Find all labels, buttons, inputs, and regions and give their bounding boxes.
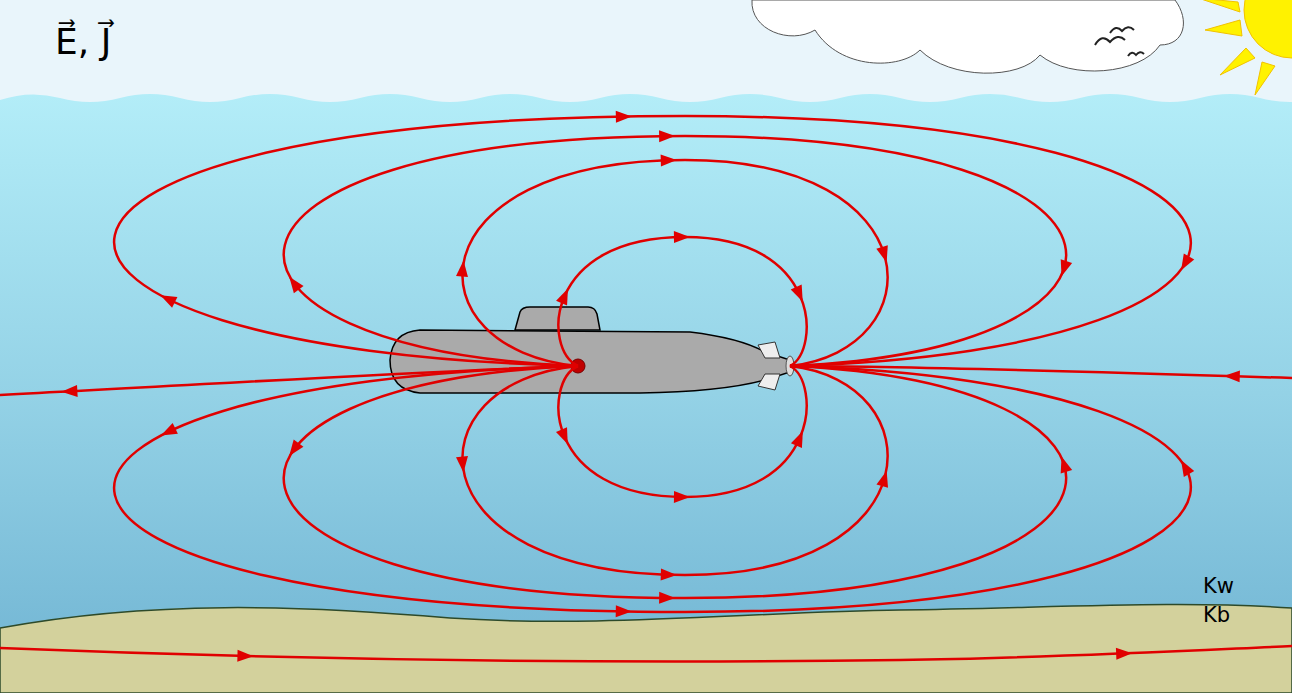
- arrowhead: [61, 385, 78, 398]
- field-lines: [0, 116, 1292, 662]
- arrowhead: [1224, 370, 1240, 382]
- seabed: [0, 605, 1292, 693]
- arrowhead: [661, 569, 677, 581]
- cloud: [752, 0, 1184, 73]
- arrowhead: [158, 290, 178, 308]
- birds: [1095, 27, 1144, 56]
- arrowhead: [456, 260, 469, 277]
- arrowhead: [659, 592, 675, 604]
- arrowhead: [556, 286, 573, 305]
- arrowhead: [1056, 259, 1072, 278]
- field-line: [284, 136, 1066, 366]
- field-line: [462, 160, 887, 366]
- arrowhead: [1176, 253, 1194, 273]
- field-line: [558, 366, 806, 497]
- arrowhead: [674, 491, 690, 503]
- arrowhead: [158, 423, 178, 441]
- arrowhead: [876, 245, 892, 264]
- arrowhead: [284, 440, 303, 460]
- arrowhead: [556, 427, 573, 446]
- conductivity-label: Kb: [1203, 604, 1230, 627]
- arrowhead: [616, 110, 632, 122]
- arrowhead: [1056, 455, 1072, 474]
- field-line: [790, 366, 1292, 378]
- field-line: [114, 366, 1191, 612]
- arrowhead: [616, 605, 632, 617]
- arrowhead: [876, 469, 892, 488]
- conductivity-label: Kw: [1203, 575, 1234, 598]
- field-line: [0, 366, 578, 395]
- field-line: [558, 237, 806, 366]
- arrowhead: [661, 154, 677, 166]
- field-symbol: E⃗, J⃗: [55, 22, 111, 62]
- field-line: [284, 366, 1066, 598]
- arrowhead: [1116, 647, 1132, 660]
- arrowhead: [237, 650, 253, 662]
- field-line: [114, 116, 1191, 366]
- field-line: [0, 646, 1292, 662]
- field-arrows: [61, 110, 1240, 662]
- arrowhead: [1176, 457, 1194, 477]
- sun: [1198, 0, 1292, 95]
- arrowhead: [791, 285, 809, 305]
- arrowhead: [674, 231, 690, 243]
- arrowhead: [284, 273, 303, 293]
- arrowhead: [791, 429, 808, 448]
- arrowhead: [456, 456, 469, 473]
- arrowhead: [659, 130, 675, 142]
- field-line: [462, 366, 887, 575]
- water: [0, 94, 1292, 693]
